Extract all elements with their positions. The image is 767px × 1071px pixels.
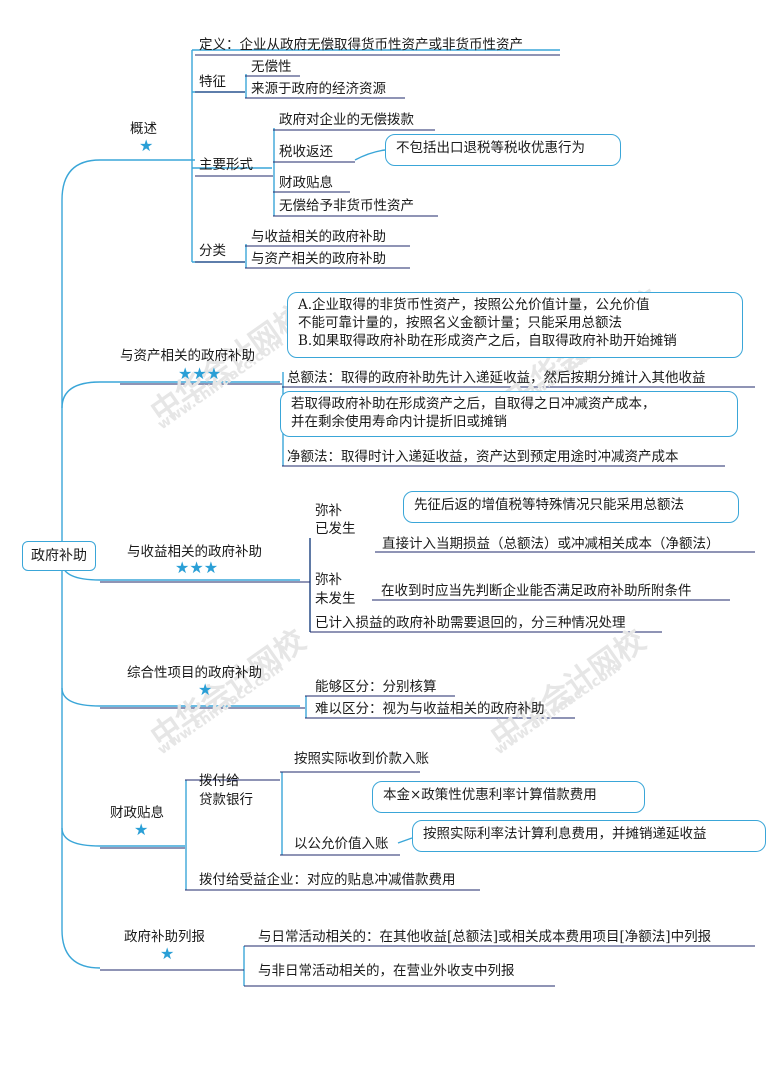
form-item: 财政贴息 bbox=[279, 175, 333, 191]
asset-related-stars-icon: ★★★ bbox=[178, 364, 222, 383]
note-line: B.如果取得政府补助在形成资产之后，自取得政府补助开始摊销 bbox=[298, 333, 677, 349]
incurred-label: 已发生 bbox=[315, 521, 356, 537]
actual-amount-note: 本金×政策性优惠利率计算借款费用 bbox=[372, 781, 645, 813]
net-method-text: 净额法：取得时计入递延收益，资产达到预定用途时冲减资产成本 bbox=[287, 449, 679, 465]
incurred-text: 直接计入当期损益（总额法）或冲减相关成本（净额法） bbox=[382, 536, 720, 552]
features-label: 特征 bbox=[199, 74, 226, 90]
composite-star-icon: ★ bbox=[198, 680, 213, 699]
gross-method-note: 若取得政府补助在形成资产之后，自取得之日冲减资产成本， 并在剩余使用寿命内计提折… bbox=[280, 391, 738, 437]
feature-item: 来源于政府的经济资源 bbox=[251, 81, 386, 97]
composite-item: 难以区分：视为与收益相关的政府补助 bbox=[315, 701, 545, 717]
classification-item: 与资产相关的政府补助 bbox=[251, 251, 386, 267]
classification-label: 分类 bbox=[199, 243, 226, 259]
presentation-title: 政府补助列报 bbox=[124, 929, 205, 945]
note-line: 不能可靠计量的，按照名义金额计量；只能采用总额法 bbox=[298, 315, 622, 331]
definition-text: 定义：企业从政府无偿取得货币性资产或非货币性资产 bbox=[199, 37, 523, 53]
gross-method-text: 总额法：取得的政府补助先计入递延收益，然后按期分摊计入其他收益 bbox=[287, 370, 706, 386]
refund-text: 已计入损益的政府补助需要退回的，分三种情况处理 bbox=[315, 615, 626, 631]
future-label: 弥补 bbox=[315, 572, 342, 588]
income-related-stars-icon: ★★★ bbox=[175, 558, 219, 577]
fair-value-note: 按照实际利率法计算利息费用，并摊销递延收益 bbox=[412, 820, 766, 852]
enterprise-text: 拨付给受益企业：对应的贴息冲减借款费用 bbox=[199, 872, 456, 888]
presentation-star-icon: ★ bbox=[160, 944, 175, 963]
note-line: 若取得政府补助在形成资产之后，自取得之日冲减资产成本， bbox=[291, 396, 656, 412]
overview-title: 概述 bbox=[130, 121, 157, 137]
asset-related-note: A.企业取得的非货币性资产，按照公允价值计量，公允价值 不能可靠计量的，按照名义… bbox=[287, 292, 743, 358]
income-related-title: 与收益相关的政府补助 bbox=[127, 544, 262, 560]
incurred-label: 弥补 bbox=[315, 503, 342, 519]
form-item: 无偿给予非货币性资产 bbox=[279, 198, 414, 214]
presentation-item: 与非日常活动相关的，在营业外收支中列报 bbox=[258, 963, 515, 979]
form-item: 税收返还 bbox=[279, 144, 333, 160]
note-line: 并在剩余使用寿命内计提折旧或摊销 bbox=[291, 414, 507, 430]
feature-item: 无偿性 bbox=[251, 59, 292, 75]
bank-label: 拨付给 bbox=[199, 773, 240, 789]
composite-item: 能够区分：分别核算 bbox=[315, 679, 437, 695]
asset-related-title: 与资产相关的政府补助 bbox=[120, 348, 255, 364]
incurred-note: 先征后返的增值税等特殊情况只能采用总额法 bbox=[403, 491, 739, 523]
forms-label: 主要形式 bbox=[199, 157, 253, 173]
bank-label: 贷款银行 bbox=[199, 792, 253, 808]
interest-subsidy-title: 财政贴息 bbox=[110, 805, 164, 821]
form-item: 政府对企业的无偿拨款 bbox=[279, 112, 414, 128]
root-node: 政府补助 bbox=[22, 541, 96, 571]
composite-title: 综合性项目的政府补助 bbox=[127, 665, 262, 681]
future-text: 在收到时应当先判断企业能否满足政府补助所附条件 bbox=[381, 583, 692, 599]
future-label: 未发生 bbox=[315, 591, 356, 607]
actual-amount-text: 按照实际收到价款入账 bbox=[294, 751, 429, 767]
classification-item: 与收益相关的政府补助 bbox=[251, 229, 386, 245]
note-line: A.企业取得的非货币性资产，按照公允价值计量，公允价值 bbox=[298, 297, 650, 313]
fair-value-text: 以公允价值入账 bbox=[294, 836, 389, 852]
overview-star-icon: ★ bbox=[139, 136, 154, 155]
tax-return-note: 不包括出口退税等税收优惠行为 bbox=[385, 134, 621, 166]
interest-subsidy-star-icon: ★ bbox=[134, 820, 149, 839]
presentation-item: 与日常活动相关的：在其他收益[总额法]或相关成本费用项目[净额法]中列报 bbox=[258, 929, 712, 945]
